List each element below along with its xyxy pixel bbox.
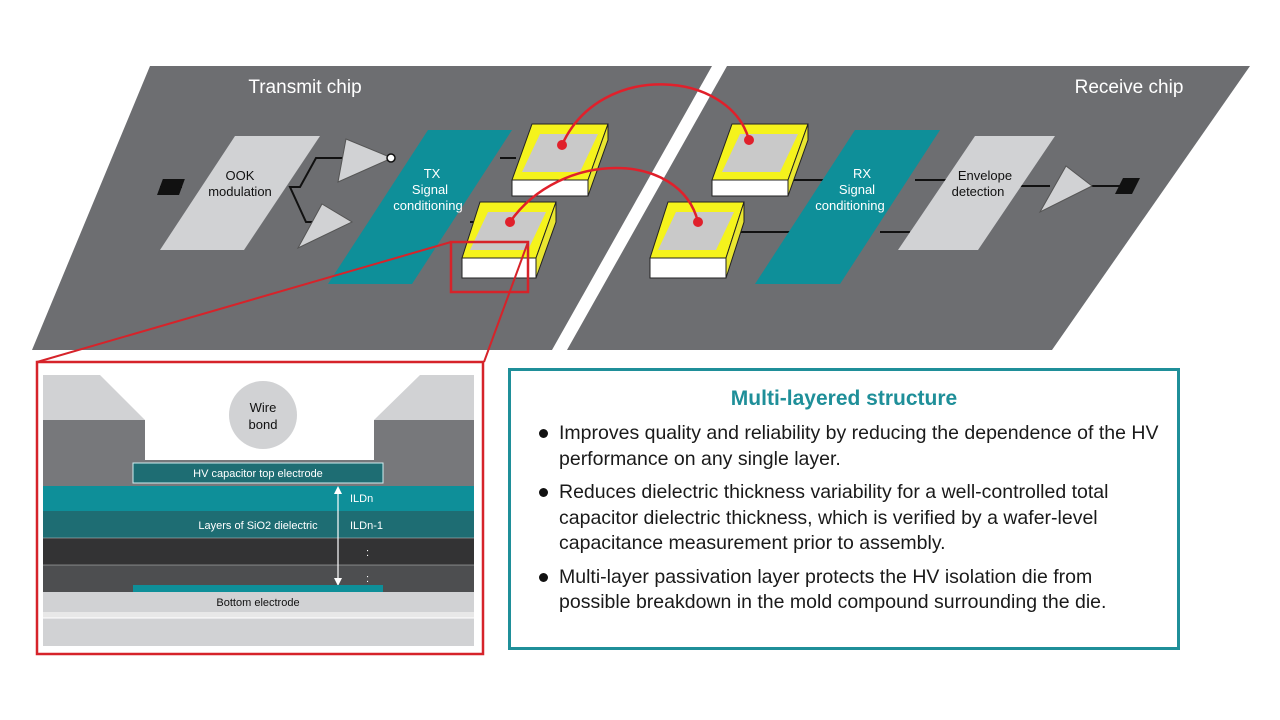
envelope-detection-block	[898, 136, 1055, 250]
info-bullet-list: Improves quality and reliability by redu…	[537, 421, 1167, 624]
tx-signal-conditioning-block	[328, 130, 512, 284]
info-bullet: Reduces dielectric thickness variability…	[537, 480, 1167, 557]
svg-text:ILDn: ILDn	[350, 493, 373, 505]
rx-output-buffer	[1038, 165, 1093, 214]
tx-input-port	[157, 179, 185, 195]
multilayer-info-box: Multi-layered structure Improves quality…	[508, 368, 1180, 650]
inverter-bubble	[386, 153, 396, 163]
svg-text::: :	[366, 573, 369, 585]
svg-text:Wire: Wire	[250, 400, 277, 415]
receive-chip-title: Receive chip	[1075, 77, 1184, 98]
svg-text:Layers of SiO2 dielectric: Layers of SiO2 dielectric	[198, 520, 318, 532]
rx-label-line2: Signal	[839, 182, 875, 197]
rx-signal-conditioning-block	[755, 130, 940, 284]
info-title: Multi-layered structure	[730, 387, 958, 410]
ild-n-layer	[43, 486, 474, 511]
tx-label-line1: TX	[424, 166, 441, 181]
callout-line-left	[36, 241, 452, 363]
tx-buffer-top	[337, 138, 394, 183]
bullet-dot-icon	[539, 572, 548, 582]
rx-capacitor-pad-bottom	[649, 201, 745, 279]
envelope-label-line1: Envelope	[958, 168, 1012, 183]
dielectric-layer-3	[43, 538, 474, 565]
ild-n-1-layer	[43, 511, 474, 538]
svg-text::: :	[366, 547, 369, 559]
info-bullet: Improves quality and reliability by redu…	[537, 421, 1167, 472]
rx-output-port	[1115, 178, 1140, 194]
svg-text:Bottom electrode: Bottom electrode	[216, 597, 299, 609]
rx-label-line3: conditioning	[815, 198, 884, 213]
ook-label-line2: modulation	[208, 184, 272, 199]
rx-label-line1: RX	[853, 166, 871, 181]
callout-line-right	[483, 241, 529, 363]
callout-highlight-box	[449, 240, 530, 294]
bond-wire-bottom	[508, 166, 700, 223]
wire-bond	[229, 381, 297, 449]
envelope-label-line2: detection	[952, 184, 1005, 199]
bottom-electrode-layer	[43, 592, 474, 612]
tx-buffer-bottom	[296, 203, 354, 250]
info-bullet: Multi-layer passivation layer protects t…	[537, 565, 1167, 616]
bullet-dot-icon	[539, 488, 548, 497]
svg-text:HV capacitor top electrode: HV capacitor top electrode	[193, 468, 323, 480]
tx-label-line3: conditioning	[393, 198, 462, 213]
bottom-electrode-plate	[133, 585, 383, 593]
cross-section: Wire bond HV capacitor top electrode ILD…	[43, 375, 474, 646]
top-electrode	[132, 462, 384, 484]
ook-modulation-block	[160, 136, 320, 250]
tx-label-line2: Signal	[412, 182, 448, 197]
bond-wire-top	[560, 83, 751, 146]
transmit-chip-title: Transmit chip	[248, 77, 361, 98]
svg-text:bond: bond	[249, 417, 278, 432]
ook-label-line1: OOK	[226, 168, 255, 183]
bullet-dot-icon	[539, 429, 548, 438]
tx-capacitor-pad-top	[511, 123, 609, 197]
svg-text:ILDn-1: ILDn-1	[350, 520, 383, 532]
rx-capacitor-pad-top	[711, 123, 809, 197]
